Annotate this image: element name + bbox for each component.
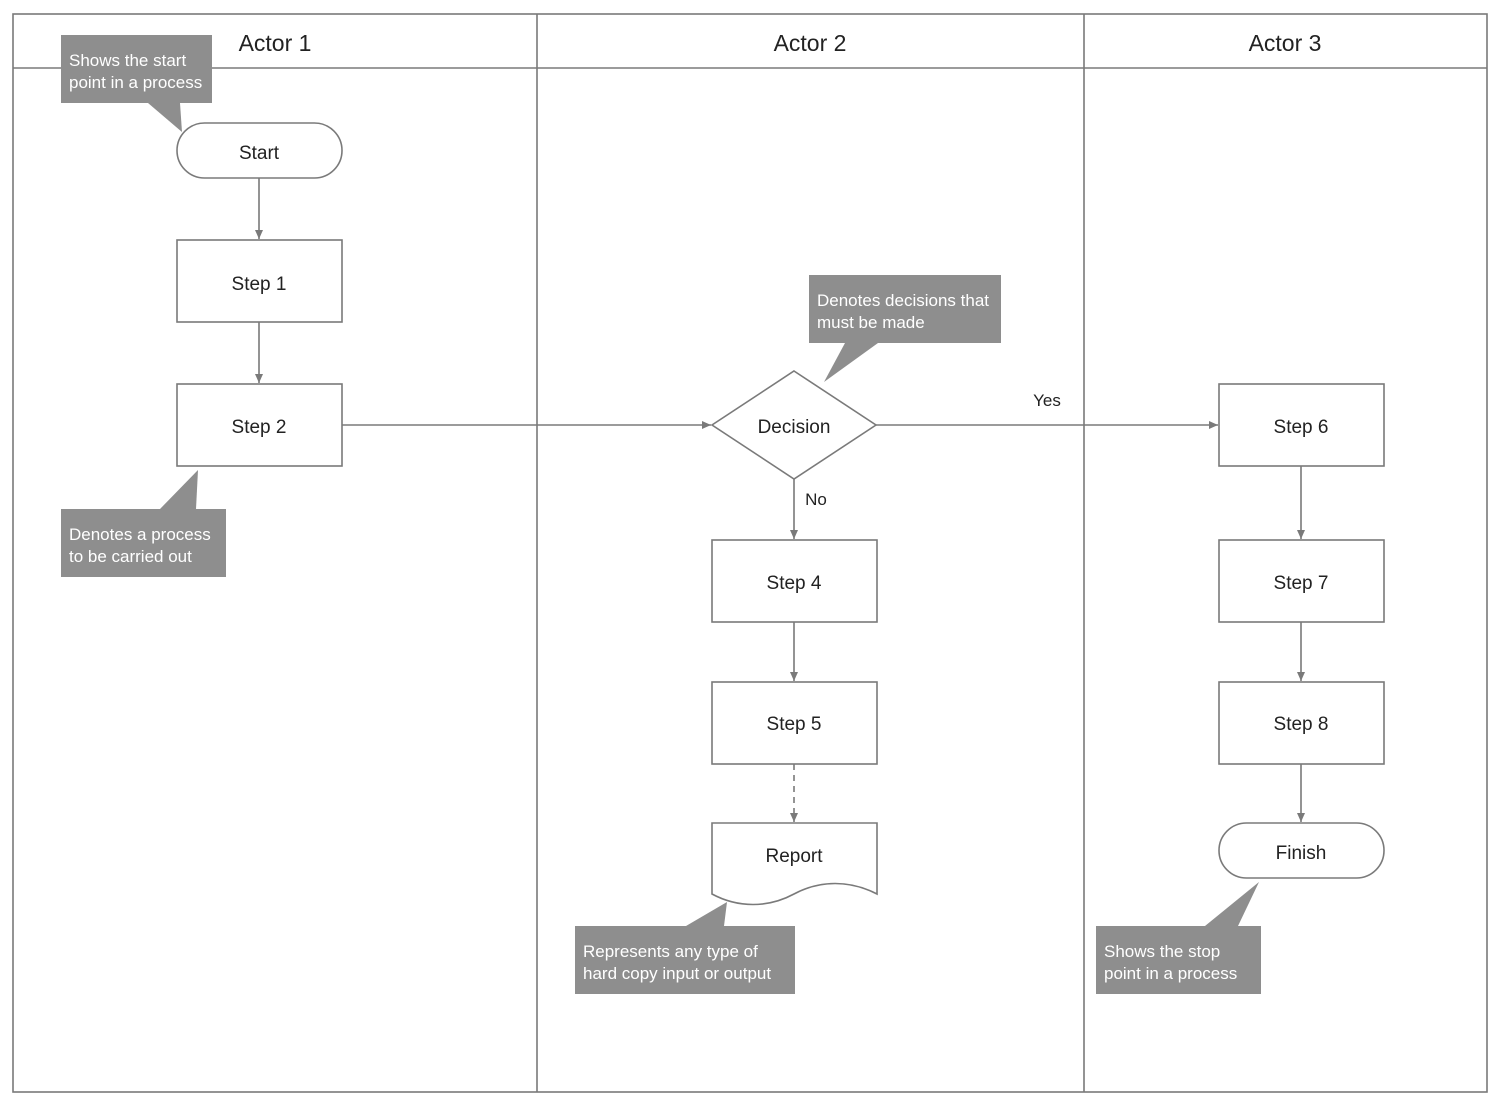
process-shape (711, 681, 878, 765)
callout-pointer (1205, 882, 1259, 926)
node-step-8[interactable]: Step 8 (1218, 681, 1385, 765)
node-label: Decision (758, 417, 831, 438)
edge-label-yes: Yes (1033, 391, 1061, 410)
callout-finish: Shows the stop point in a process (1096, 882, 1261, 994)
node-label: Step 1 (232, 274, 287, 295)
callout-box (1096, 926, 1261, 994)
swimlane-frame (12, 13, 1488, 1093)
lane-title-actor-1: Actor 1 (239, 30, 312, 56)
node-label: Step 2 (232, 417, 287, 438)
process-shape (1218, 383, 1385, 467)
node-step-4[interactable]: Step 4 (711, 539, 878, 623)
node-finish[interactable]: Finish (1218, 822, 1385, 879)
node-label: Step 4 (767, 573, 822, 594)
process-shape (176, 239, 343, 323)
process-shape (176, 383, 343, 467)
connectors (255, 178, 1305, 822)
node-label: Step 7 (1274, 573, 1329, 594)
node-decision[interactable]: Decision (710, 370, 878, 480)
decision-shape (710, 370, 878, 480)
callout-decision: Denotes decisions that must be made (809, 275, 1001, 382)
terminator-shape (1218, 822, 1385, 879)
node-label: Report (765, 846, 823, 867)
node-step-6[interactable]: Step 6 (1218, 383, 1385, 467)
process-shape (1218, 681, 1385, 765)
callout-line-2: point in a process (1104, 964, 1237, 983)
callout-box (809, 275, 1001, 343)
node-step-1[interactable]: Step 1 (176, 239, 343, 323)
pool-border (12, 13, 1488, 1093)
node-label: Step 6 (1274, 417, 1329, 438)
edge-label-no: No (805, 490, 827, 509)
callout-pointer (824, 343, 878, 382)
callout-line-1: Represents any type of (583, 942, 758, 961)
callout-process: Denotes a process to be carried out (61, 470, 226, 577)
callout-report: Represents any type of hard copy input o… (575, 902, 795, 994)
callout-box (575, 926, 795, 994)
node-report[interactable]: Report (711, 822, 878, 906)
node-label: Step 5 (767, 714, 822, 735)
callout-line-1: Shows the start (69, 51, 186, 70)
document-shape (711, 822, 878, 906)
callout-line-1: Denotes decisions that (817, 291, 989, 310)
callout-line-1: Shows the stop (1104, 942, 1220, 961)
callout-line-1: Denotes a process (69, 525, 211, 544)
node-label: Start (239, 143, 280, 164)
callout-pointer (686, 902, 727, 926)
lane-title-actor-2: Actor 2 (774, 30, 847, 56)
callout-box (61, 509, 226, 577)
lane-title-actor-3: Actor 3 (1249, 30, 1322, 56)
node-step-7[interactable]: Step 7 (1218, 539, 1385, 623)
callout-line-2: point in a process (69, 73, 202, 92)
callout-pointer (148, 103, 182, 132)
process-shape (711, 539, 878, 623)
process-shape (1218, 539, 1385, 623)
node-step-5[interactable]: Step 5 (711, 681, 878, 765)
node-label: Step 8 (1274, 714, 1329, 735)
callout-pointer (160, 470, 198, 509)
callout-box (61, 35, 212, 103)
callout-line-2: to be carried out (69, 547, 192, 566)
callout-start: Shows the start point in a process (61, 35, 212, 132)
node-start[interactable]: Start (176, 122, 343, 179)
node-step-2[interactable]: Step 2 (176, 383, 343, 467)
callout-line-2: must be made (817, 313, 925, 332)
callout-line-2: hard copy input or output (583, 964, 771, 983)
terminator-shape (176, 122, 343, 179)
node-label: Finish (1276, 843, 1327, 864)
